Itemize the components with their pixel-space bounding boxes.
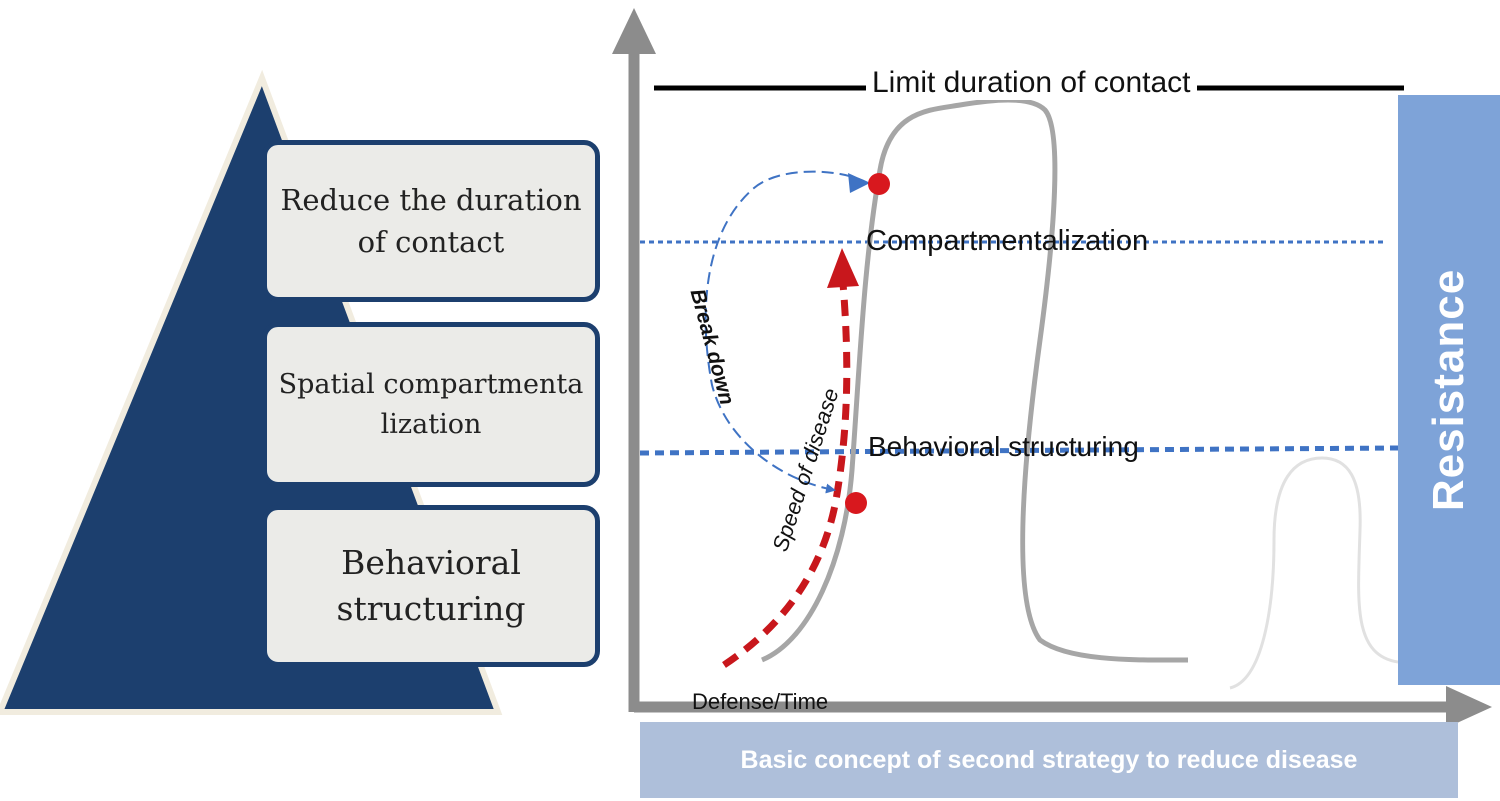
disease-curve	[761, 97, 1189, 663]
pyramid-box-reduce-duration: Reduce the duration of contact	[262, 140, 600, 302]
pyramid-box-behavioral-structuring: Behavioral structuring	[262, 505, 600, 667]
speed-of-disease-arrow	[722, 271, 851, 668]
speed-of-disease-arrowhead	[827, 248, 859, 288]
lower-red-dot	[845, 492, 867, 514]
pyramid-box-label: Reduce the duration of contact	[280, 182, 582, 259]
pyramid-box-label: Behavioral structuring	[336, 542, 526, 628]
compartmentalization-label: Compartmentalization	[866, 225, 1149, 257]
resistance-bar: Resistance	[1398, 95, 1500, 685]
y-axis-arrowhead	[612, 8, 656, 54]
x-axis-arrowhead	[1446, 686, 1492, 728]
limit-duration-label: Limit duration of contact	[866, 66, 1197, 100]
breakdown-top-arrowhead	[848, 173, 870, 193]
caption-bar: Basic concept of second strategy to redu…	[640, 722, 1458, 798]
pyramid-box-label: Spatial compartmentalization	[278, 369, 584, 440]
pyramid-box-spatial-compartmentalization: Spatial compartmentalization	[262, 322, 600, 487]
behavioral-structuring-label: Behavioral structuring	[868, 431, 1139, 462]
resistance-label: Resistance	[1424, 268, 1474, 512]
x-axis-label: Defense/Time	[692, 689, 829, 714]
upper-red-dot	[868, 173, 890, 195]
behavioral-structuring-line	[639, 445, 1399, 456]
caption-text: Basic concept of second strategy to redu…	[740, 745, 1358, 774]
faint-curve	[1229, 456, 1399, 690]
breakdown-arc	[704, 170, 869, 494]
